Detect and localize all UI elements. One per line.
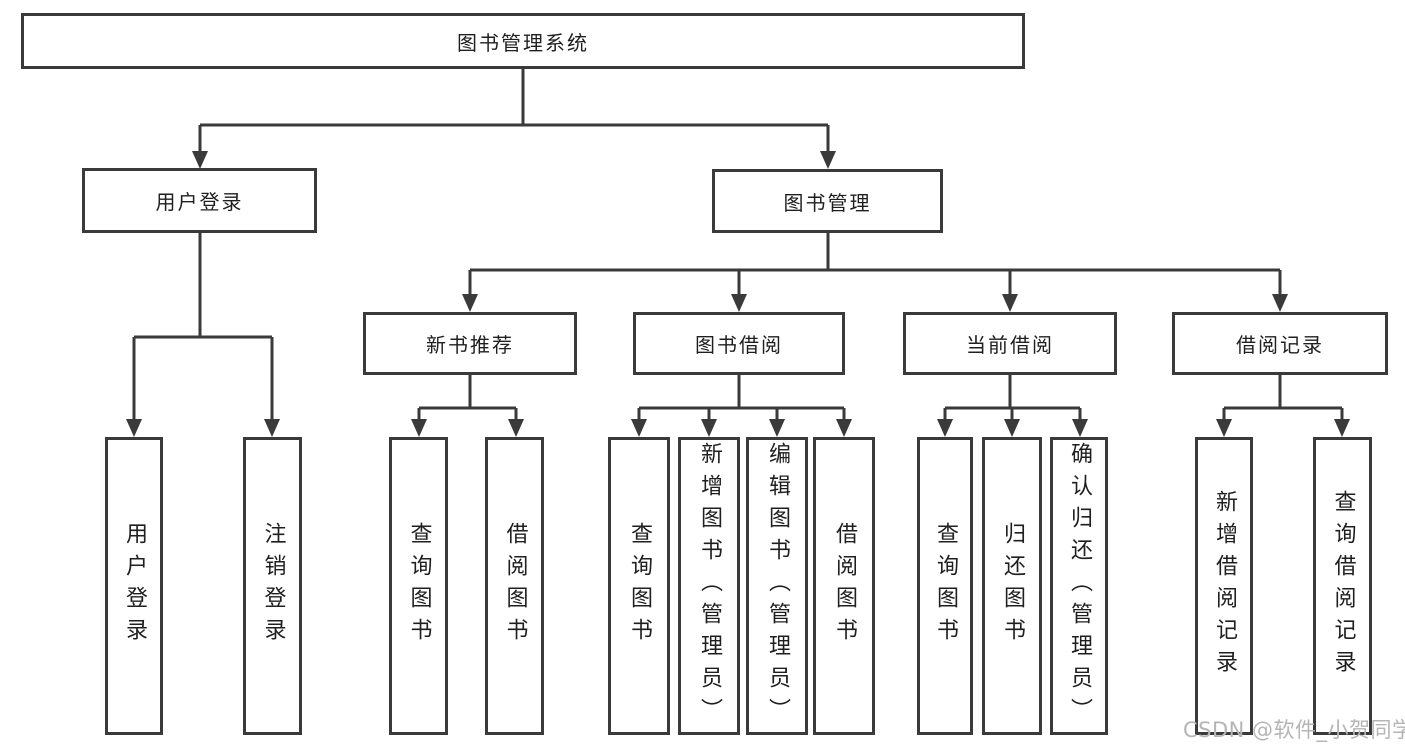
leaf-return-books: 归还图书 <box>982 437 1042 735</box>
leaf-query-books-1: 查询图书 <box>389 437 448 735</box>
node-label: 确认归还（管理员） <box>1067 442 1092 730</box>
leaf-logout: 注销登录 <box>243 437 302 735</box>
node-label: 新增借阅记录 <box>1212 490 1237 682</box>
node-library-management-system: 图书管理系统 <box>21 13 1025 69</box>
node-book-management: 图书管理 <box>712 169 943 233</box>
node-label: 新书推荐 <box>426 333 514 357</box>
leaf-edit-books-admin: 编辑图书（管理员） <box>746 437 808 735</box>
node-borrowing-records: 借阅记录 <box>1172 312 1388 375</box>
node-label: 查询图书 <box>933 522 958 650</box>
node-label: 查询图书 <box>627 522 652 650</box>
node-user-login: 用户登录 <box>82 168 317 233</box>
node-label: 图书借阅 <box>695 333 783 357</box>
node-new-book-recommend: 新书推荐 <box>363 312 577 375</box>
node-label: 借阅图书 <box>832 522 857 650</box>
leaf-add-books-admin: 新增图书（管理员） <box>678 437 740 735</box>
node-book-borrowing: 图书借阅 <box>633 312 845 375</box>
node-current-borrowing: 当前借阅 <box>903 312 1117 375</box>
leaf-add-borrow-record: 新增借阅记录 <box>1195 437 1253 735</box>
node-label: 查询图书 <box>406 522 432 650</box>
leaf-user-login: 用户登录 <box>105 437 163 735</box>
node-label: 新增图书（管理员） <box>697 442 722 730</box>
node-label: 编辑图书（管理员） <box>765 442 790 730</box>
node-label: 归还图书 <box>1000 522 1025 650</box>
node-label: 用户登录 <box>122 522 147 650</box>
node-label: 图书管理系统 <box>457 30 589 55</box>
node-label: 用户登录 <box>155 190 244 214</box>
node-label: 借阅记录 <box>1236 333 1324 357</box>
leaf-query-books-2: 查询图书 <box>608 437 670 735</box>
node-label: 借阅图书 <box>502 522 528 650</box>
node-label: 图书管理 <box>783 190 872 215</box>
leaf-query-borrow-record: 查询借阅记录 <box>1313 437 1372 735</box>
leaf-confirm-return-admin: 确认归还（管理员） <box>1050 437 1108 735</box>
node-label: 当前借阅 <box>966 333 1054 357</box>
csdn-watermark: CSDN @软件_小贺同学 <box>1183 718 1405 742</box>
leaf-borrow-books-1: 借阅图书 <box>485 437 544 735</box>
node-label: 查询借阅记录 <box>1330 490 1356 682</box>
leaf-query-books-3: 查询图书 <box>917 437 973 735</box>
node-label: 注销登录 <box>260 522 286 650</box>
leaf-borrow-books-2: 借阅图书 <box>813 437 875 735</box>
